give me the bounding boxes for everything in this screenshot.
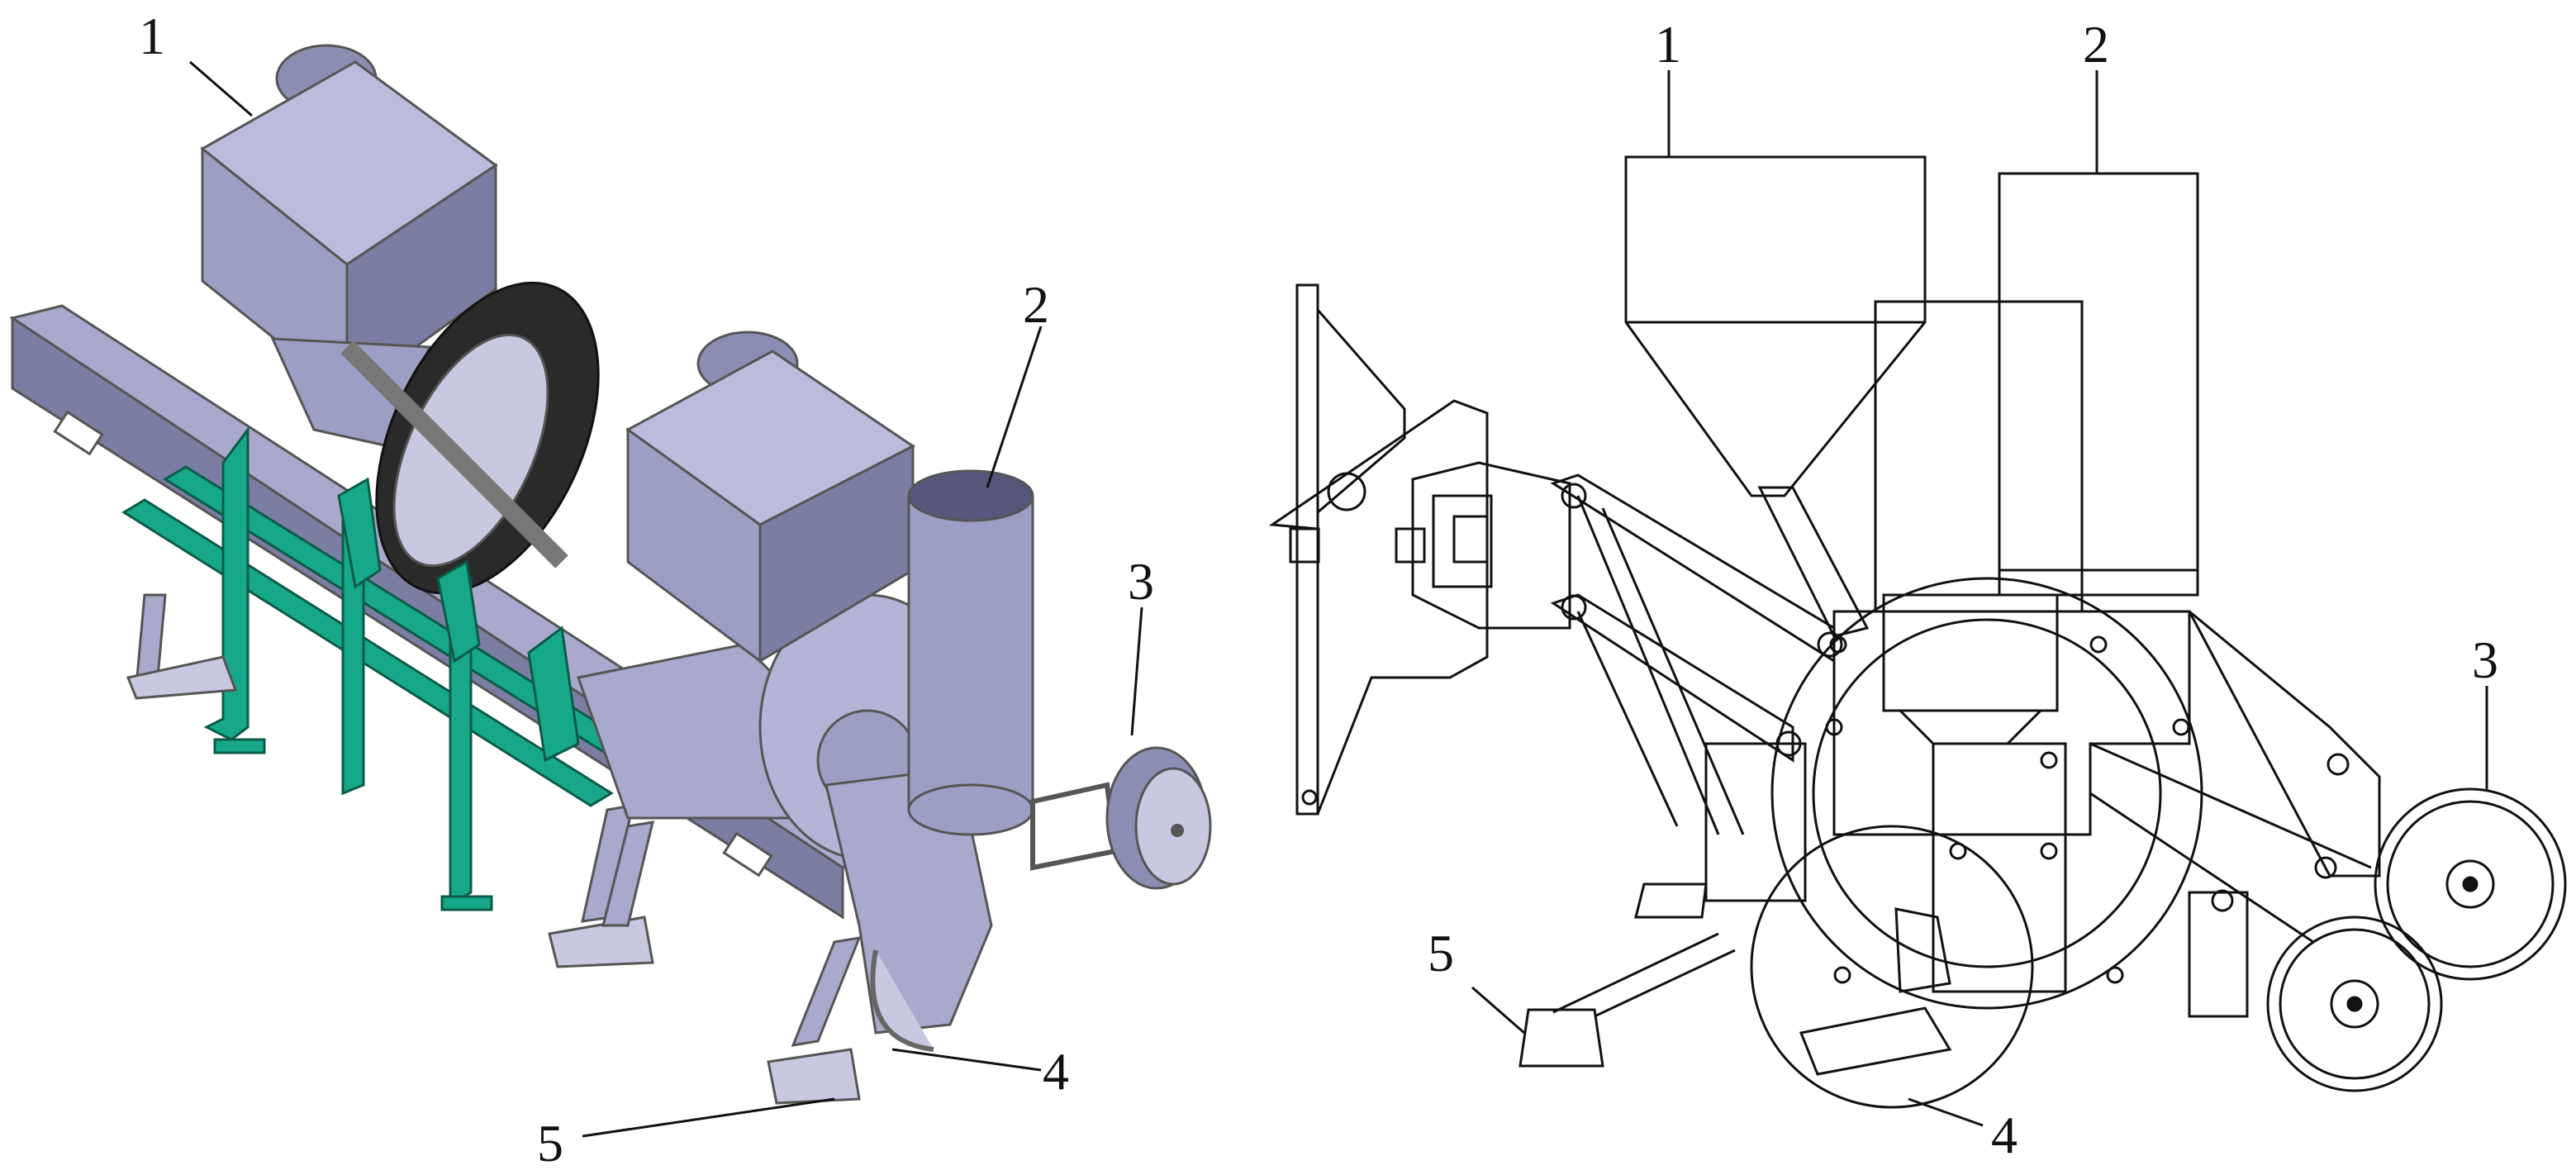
press-wheel-links: [2089, 610, 2381, 1018]
label-3: 3: [1128, 552, 1154, 611]
furrow-opener: [1799, 907, 1952, 1076]
label-5: 5: [537, 1114, 563, 1173]
label-r3: 3: [2472, 630, 2498, 689]
hopper-1: [200, 44, 498, 448]
label-r1: 1: [1655, 15, 1681, 74]
right-leader-lines: [1471, 70, 2488, 1127]
green-subframe: [121, 426, 647, 911]
right-labels: 1 2 3 4 5: [1428, 15, 2498, 1164]
left-3d-view: 1 2 3 4 5: [9, 7, 1212, 1173]
label-4: 4: [1043, 1042, 1069, 1101]
left-shanks: [126, 593, 654, 968]
press-wheels: [2266, 787, 2567, 1092]
seed-tube: [907, 469, 1034, 836]
label-2: 2: [1023, 275, 1049, 334]
left-leader-lines: [189, 60, 1143, 1138]
shovel-5: [1519, 882, 1736, 1068]
hopper-2: [625, 331, 915, 664]
hitch-bracket: [1411, 461, 1571, 630]
seeding-disc: [1750, 577, 2203, 1109]
press-wheel: [1030, 746, 1212, 890]
right-shanks: [601, 821, 862, 1105]
label-r5: 5: [1428, 924, 1454, 982]
label-1: 1: [139, 7, 165, 65]
fertilizer-tube: [1882, 593, 2059, 745]
depth-wheel-tire: [340, 281, 600, 595]
label-r2: 2: [2083, 15, 2109, 74]
label-r4: 4: [1991, 1106, 2018, 1164]
right-line-view: [1268, 70, 2567, 1127]
hitch-plate: [1268, 283, 1489, 816]
parallel-linkage: [1550, 473, 1843, 835]
seeder-housing: [1704, 610, 2191, 993]
hopper-1-line: [1624, 155, 1927, 638]
